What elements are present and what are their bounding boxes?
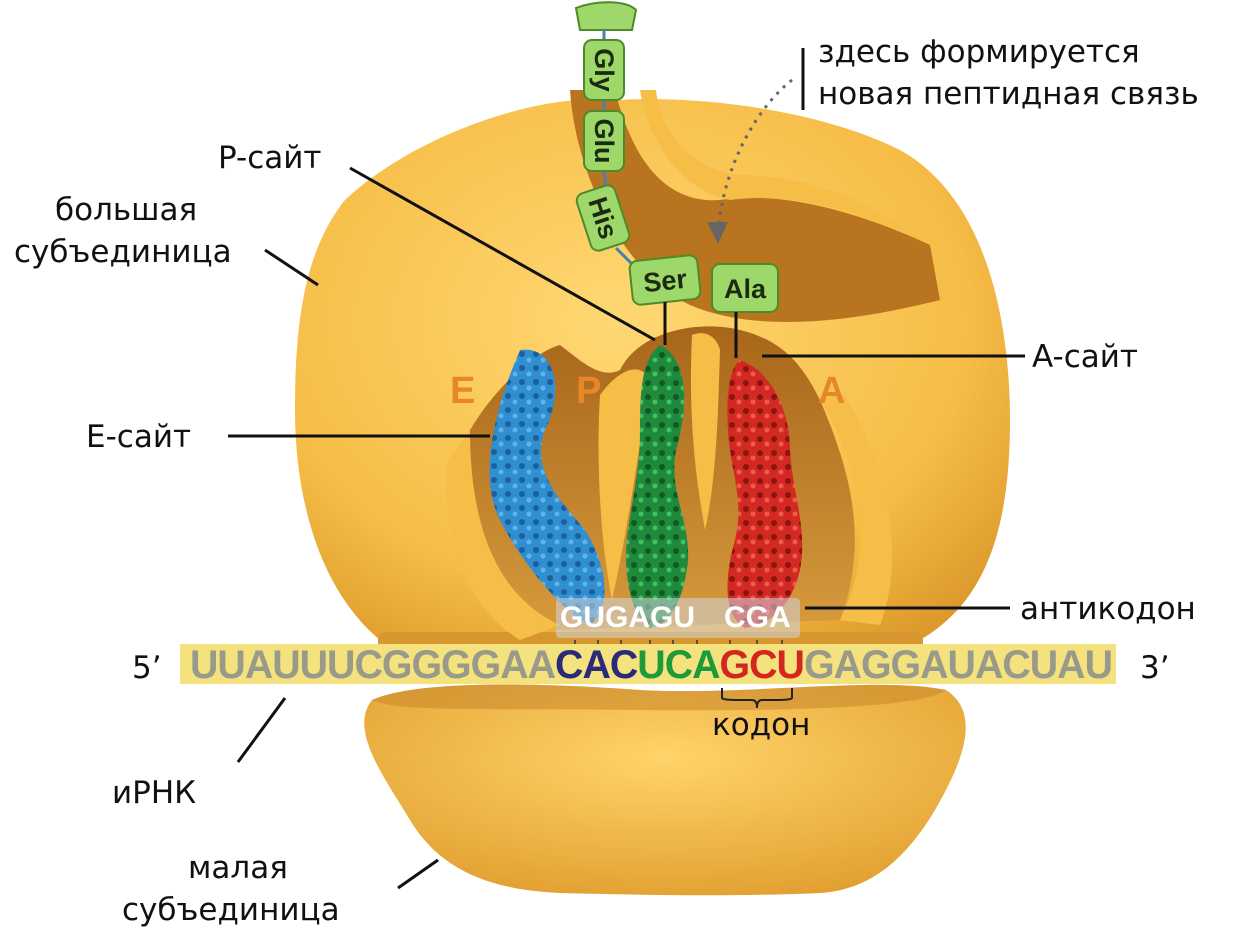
small-subunit (364, 684, 965, 895)
mrna-strand: UUAUUUCGGGGAACACUCAGCUGAGGAUACUAU (180, 643, 1116, 687)
large-subunit-label-line1: большая (55, 192, 197, 228)
peptide-bond-label-line2: новая пептидная связь (818, 76, 1199, 112)
amino-acid-ala: Ala (712, 264, 778, 312)
mrna-segment: GCU (720, 643, 804, 687)
amino-acid-gly: Gly (584, 40, 624, 100)
anticodon-label: антикодон (1020, 591, 1196, 627)
amino-acid-glu: Glu (584, 111, 624, 171)
three-prime-label: 3’ (1140, 650, 1170, 686)
site-letter-p: P (576, 370, 601, 412)
amino-acid-label: Gly (589, 48, 619, 92)
site-letter-a: A (818, 370, 845, 412)
large-subunit-label-line2: субъединица (14, 234, 232, 270)
mrna-label: иРНК (112, 775, 196, 811)
anticodon-a: CGA (724, 601, 791, 634)
codon-label: кодон (712, 707, 810, 743)
mrna-segment: CAC (555, 643, 637, 687)
mrna-segment: GAGGAUACUAU (804, 643, 1112, 687)
amino-acid-ser: Ser (629, 255, 701, 306)
small-subunit-label-line2: субъединица (122, 892, 340, 928)
five-prime-label: 5’ (132, 650, 162, 686)
mrna-sequence: UUAUUUCGGGGAACACUCAGCUGAGGAUACUAU (190, 643, 1112, 687)
amino-acid-label: Ser (642, 264, 689, 298)
p-site-label: P-сайт (218, 140, 321, 176)
amino-acid-label: Ala (724, 274, 767, 304)
a-site-label: A-сайт (1032, 339, 1138, 375)
small-subunit-label-line1: малая (188, 850, 288, 886)
e-site-label: E-сайт (86, 419, 191, 455)
peptide-bond-label-line1: здесь формируется (818, 34, 1140, 70)
mrna-segment: UCA (637, 643, 719, 687)
site-letter-e: E (450, 370, 475, 412)
amino-acid-label: Glu (589, 119, 619, 164)
anticodon-ep: GUGAGU (560, 601, 695, 634)
mrna-segment: UUAUUUCGGGGAA (190, 643, 555, 687)
